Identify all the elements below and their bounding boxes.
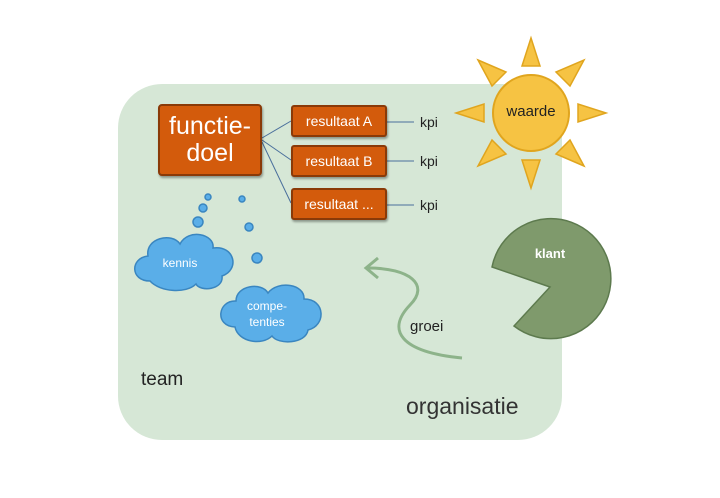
team-label: team: [141, 369, 184, 390]
result-box-a: resultaat A: [291, 105, 387, 137]
customer-pacman-icon: [491, 217, 612, 340]
competencies-cloud-icon: [220, 284, 322, 343]
kpi-label-a: kpi: [420, 114, 438, 130]
function-goal-label: functie- doel: [169, 112, 251, 167]
result-label-a: resultaat A: [305, 113, 373, 129]
result-label-b: resultaat B: [305, 153, 373, 169]
function-goal-box: functie- doel: [158, 104, 262, 176]
knowledge-cloud-icon: [134, 233, 234, 292]
growth-arrow-head: [363, 256, 379, 280]
kpi-label-b: kpi: [420, 153, 438, 169]
competencies-label: compe- tenties: [246, 299, 287, 329]
sun-label: waarde: [506, 103, 556, 120]
goal-connector-c: [261, 141, 292, 204]
kpi-label-c: kpi: [420, 197, 438, 213]
organisation-label: organisatie: [406, 393, 519, 419]
sun-icon: [453, 35, 609, 191]
result-box-c: resultaat ...: [291, 188, 387, 220]
goal-connector-a: [261, 120, 292, 139]
customer-label: klant: [534, 246, 566, 261]
goal-connector-b: [261, 139, 292, 161]
result-box-b: resultaat B: [291, 145, 387, 177]
thought-bubbles: [192, 193, 263, 264]
knowledge-label: kennis: [162, 256, 198, 270]
result-label-c: resultaat ...: [304, 196, 374, 212]
growth-label: groei: [410, 318, 444, 335]
growth-arrow: [367, 266, 463, 360]
